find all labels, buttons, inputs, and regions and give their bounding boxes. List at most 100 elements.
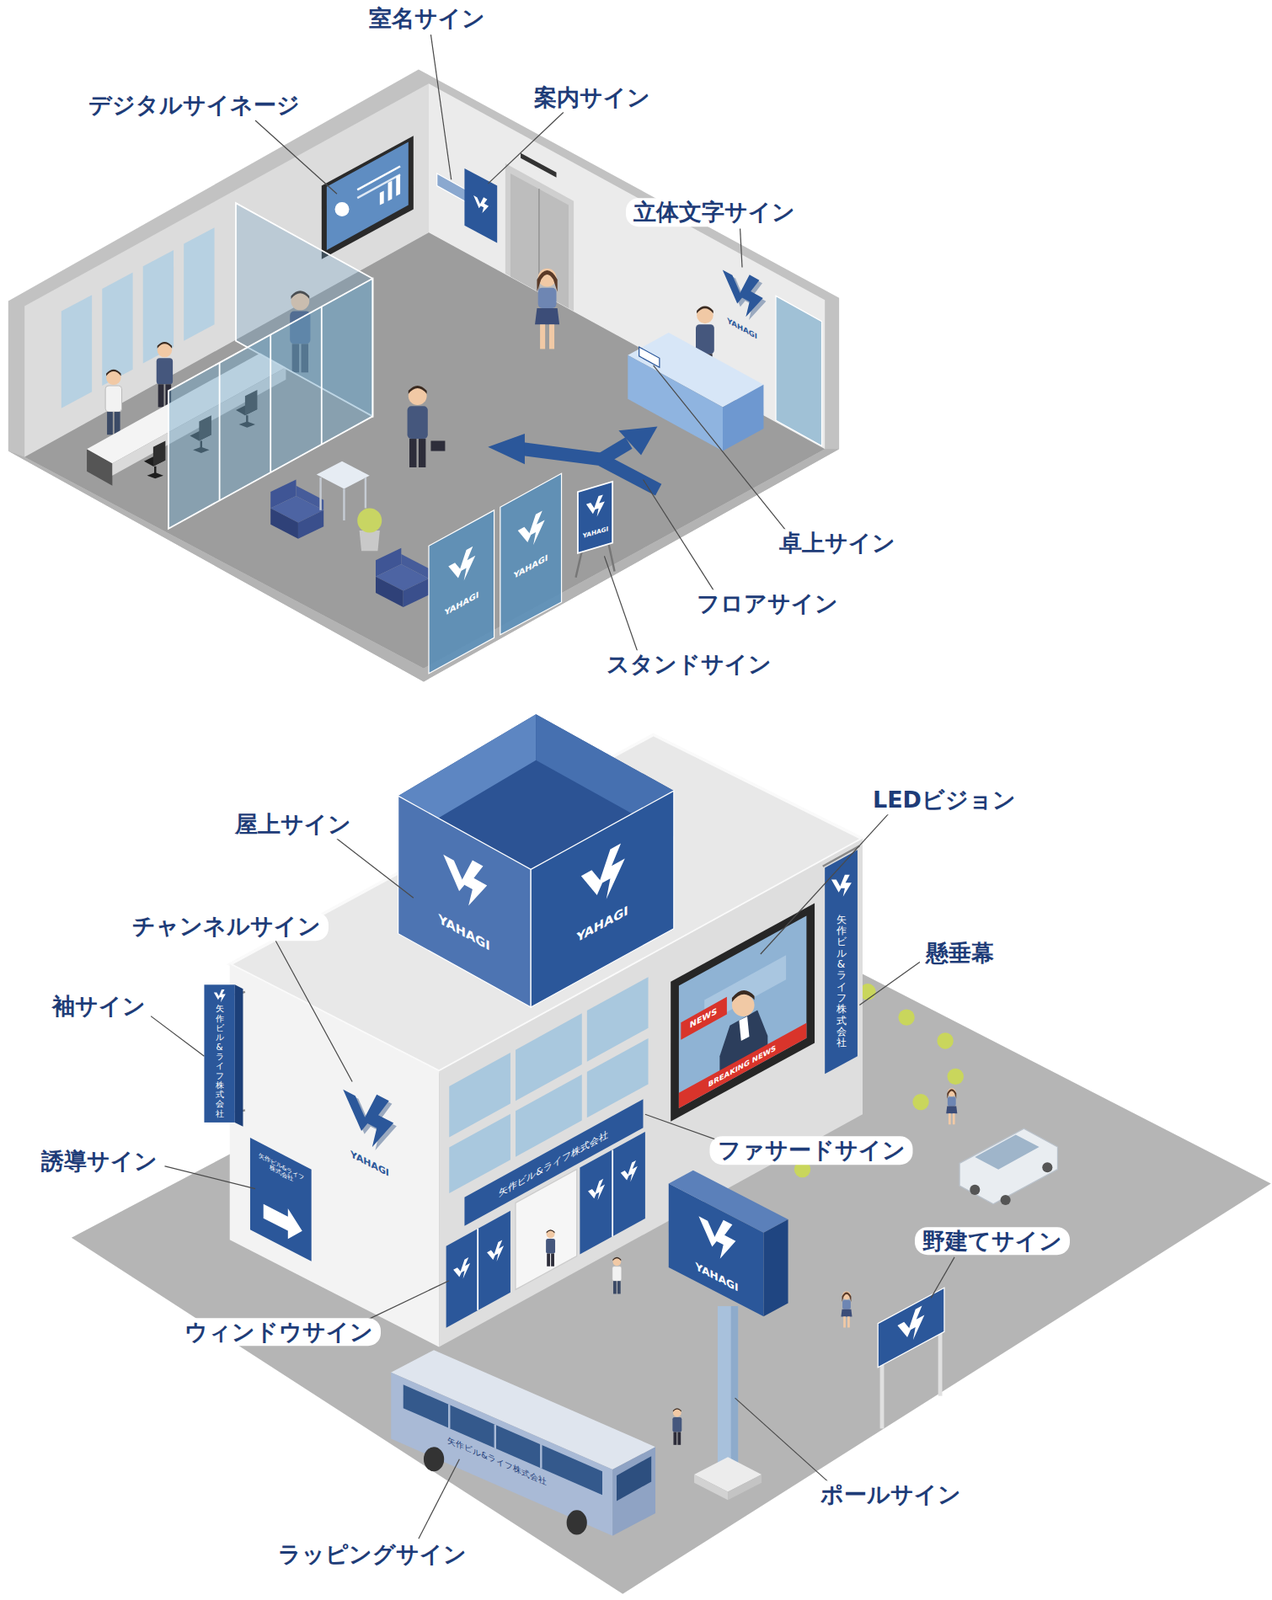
led-vision-part [670, 903, 815, 1122]
pole-sign-part [717, 1306, 738, 1476]
car-part [959, 1128, 1058, 1205]
briefcase [430, 440, 445, 451]
field-sign [877, 1288, 945, 1429]
pole-sign-part [731, 1306, 738, 1476]
leader-line-part [735, 1398, 838, 1491]
field-sign-part [897, 1304, 925, 1349]
window-sign-part [486, 1239, 504, 1267]
callout-label: 懸垂幕 [918, 939, 1002, 968]
projecting-sign-part [203, 984, 235, 1123]
window-sign-part [453, 1256, 471, 1285]
rooftop-sign-part [398, 796, 532, 1008]
sign-text: 矢作ビル&ライフ株式会社 [214, 1004, 224, 1119]
sign-text: BREAKING NEWS [708, 1043, 776, 1090]
glass-door-part [428, 510, 495, 674]
digital-signage-part [321, 135, 414, 260]
led-vision-part [678, 915, 807, 1109]
channel-sign-part [342, 1077, 394, 1159]
callout-label: ポールサイン [812, 1481, 969, 1511]
window-sign [446, 1132, 646, 1329]
tree-part [897, 1009, 914, 1026]
digital-signage-part [395, 174, 401, 196]
projecting-sign-part [213, 989, 226, 1003]
sign-text: YAHAGI [726, 315, 758, 342]
hanging-banner-part [831, 875, 852, 898]
stand-sign [576, 481, 615, 578]
entrance [515, 1170, 578, 1291]
window-sign-part [579, 1132, 646, 1256]
floor-arrow-part [598, 443, 629, 462]
glass-partition-part [269, 334, 272, 473]
car-part [969, 1185, 980, 1196]
glass-panel-part [775, 295, 823, 446]
callout-label: 立体文字サイン [625, 197, 803, 227]
floor-arrow-part [487, 433, 525, 465]
bus-part [539, 1444, 542, 1470]
callout-label: 屋上サイン [227, 810, 359, 840]
bus-part [403, 1384, 603, 1496]
callout-label: 案内サイン [526, 83, 658, 113]
lounge-part [375, 548, 429, 608]
lounge-part [319, 477, 321, 511]
callout-label: チャンネルサイン [124, 913, 329, 942]
bus [390, 1350, 656, 1537]
digital-signage [321, 135, 414, 260]
led-vision-part [738, 1016, 749, 1042]
car [959, 1128, 1058, 1206]
stand-sign-part [586, 494, 605, 520]
leader-line-part [760, 814, 888, 955]
bus-part [612, 1447, 656, 1536]
callout-label: フロアサイン [689, 590, 846, 620]
car-part [1000, 1195, 1011, 1206]
projecting-sign-part [235, 984, 244, 1127]
floor-arrow-part [618, 427, 658, 456]
bus-part [448, 1404, 450, 1429]
guide-sign-part [473, 192, 489, 217]
window-sign-part [620, 1159, 638, 1188]
tree-part [936, 1032, 953, 1049]
rooftop-sign-part [581, 841, 626, 914]
sign-text: NEWS [689, 1006, 717, 1032]
bus-part [566, 1510, 588, 1535]
bus-part [390, 1373, 613, 1537]
window-sign-part [611, 1150, 614, 1238]
stand-sign-part [608, 543, 615, 572]
digital-signage-part [357, 174, 401, 198]
person-figure [672, 1408, 682, 1446]
callout-label: 誘導サイン [33, 1147, 166, 1176]
bus-part [494, 1425, 497, 1450]
leader-line-part [143, 1010, 205, 1058]
sign-text: YAHAGI [513, 552, 549, 582]
sign-text: 矢作ビル&ライフ株式会社 [498, 1128, 609, 1200]
rooftop-sign-part [443, 844, 487, 917]
leader-line-part [418, 1459, 460, 1540]
office-window-part [183, 227, 214, 342]
window-sign-part [587, 1178, 605, 1207]
leader-line-part [255, 120, 337, 194]
field-sign-part [938, 1331, 943, 1396]
callout-label: 卓上サイン [771, 529, 904, 558]
leader-line-part [487, 112, 564, 184]
lounge-part [364, 477, 367, 508]
hanging-banner-part [824, 849, 858, 1075]
glass-partition-part [320, 306, 323, 445]
desk-sign-part [639, 347, 660, 368]
ground-part [71, 897, 1272, 1594]
callout-label: LEDビジョン [865, 785, 1024, 815]
person-figure [612, 1257, 622, 1295]
leader-line-part [859, 959, 924, 1006]
glass-partition-part [168, 278, 373, 530]
led-vision-part [680, 997, 727, 1041]
stand-sign-part [577, 481, 613, 554]
leader-line-part [430, 34, 451, 180]
entrance-part [515, 1170, 578, 1291]
glass-door [428, 473, 562, 674]
leader-line-part [740, 228, 743, 268]
pole-sign-part [668, 1184, 765, 1318]
elevator-part [510, 173, 569, 309]
direction-sign [250, 1138, 312, 1262]
desk-sign [639, 347, 660, 368]
